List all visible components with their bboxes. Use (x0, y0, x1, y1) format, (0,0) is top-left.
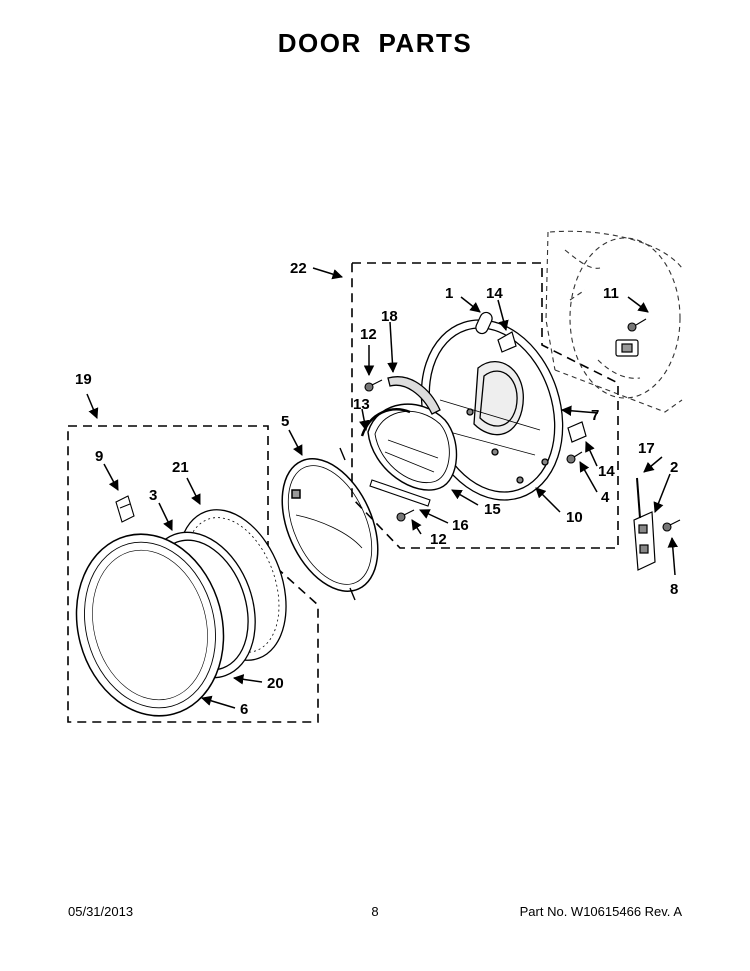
callout-13: 13 (353, 396, 370, 413)
footer-part-number: Part No. W10615466 Rev. A (519, 904, 682, 919)
strip-16 (369, 479, 431, 507)
callout-5: 5 (281, 413, 289, 430)
screw-12-top (364, 379, 383, 392)
callout-18: 18 (381, 308, 398, 325)
page-title: DOOR PARTS (277, 28, 473, 58)
screw-8 (662, 519, 681, 532)
callout-1: 1 (445, 285, 453, 302)
callout-8: 8 (670, 581, 678, 598)
callout-9: 9 (95, 448, 103, 465)
callout-14-right: 14 (598, 463, 615, 480)
callout-21: 21 (172, 459, 189, 476)
screw-12-bottom (396, 509, 415, 522)
callout-4: 4 (601, 489, 610, 506)
footer-date: 05/31/2013 (68, 904, 134, 919)
outer-door-group-box (67, 425, 319, 723)
footer-page-number: 8 (371, 904, 379, 919)
callout-12-bottom: 12 (430, 531, 447, 548)
hinge-9 (115, 495, 135, 523)
callout-3: 3 (149, 487, 157, 504)
callout-15: 15 (484, 501, 501, 518)
callout-22: 22 (290, 260, 307, 277)
outer-door-6 (75, 533, 225, 717)
inner-door-group-box (351, 262, 619, 549)
callout-2: 2 (670, 459, 678, 476)
door-hinge-part (615, 339, 639, 357)
latch-rod-17 (636, 477, 641, 519)
callout-16: 16 (452, 517, 469, 534)
callout-6: 6 (240, 701, 248, 718)
callout-11: 11 (603, 285, 619, 302)
screw-4 (566, 451, 583, 464)
callout-17: 17 (638, 440, 655, 457)
callout-20: 20 (267, 675, 284, 692)
dryer-cabinet-outline (545, 230, 683, 413)
callout-10: 10 (566, 509, 583, 526)
door-latch-2 (633, 511, 656, 571)
callout-14-top: 14 (486, 285, 503, 302)
leader-arrows (86, 267, 678, 709)
door-glass-1 (475, 311, 493, 335)
door-ring-5 (281, 447, 379, 601)
callout-12-top: 12 (360, 326, 377, 343)
screw-11 (627, 318, 647, 332)
inner-glass-15 (367, 403, 458, 491)
callout-7: 7 (591, 407, 599, 424)
hinge-bracket-14 (497, 331, 587, 443)
callout-19: 19 (75, 371, 92, 388)
retainer-18 (387, 376, 441, 415)
